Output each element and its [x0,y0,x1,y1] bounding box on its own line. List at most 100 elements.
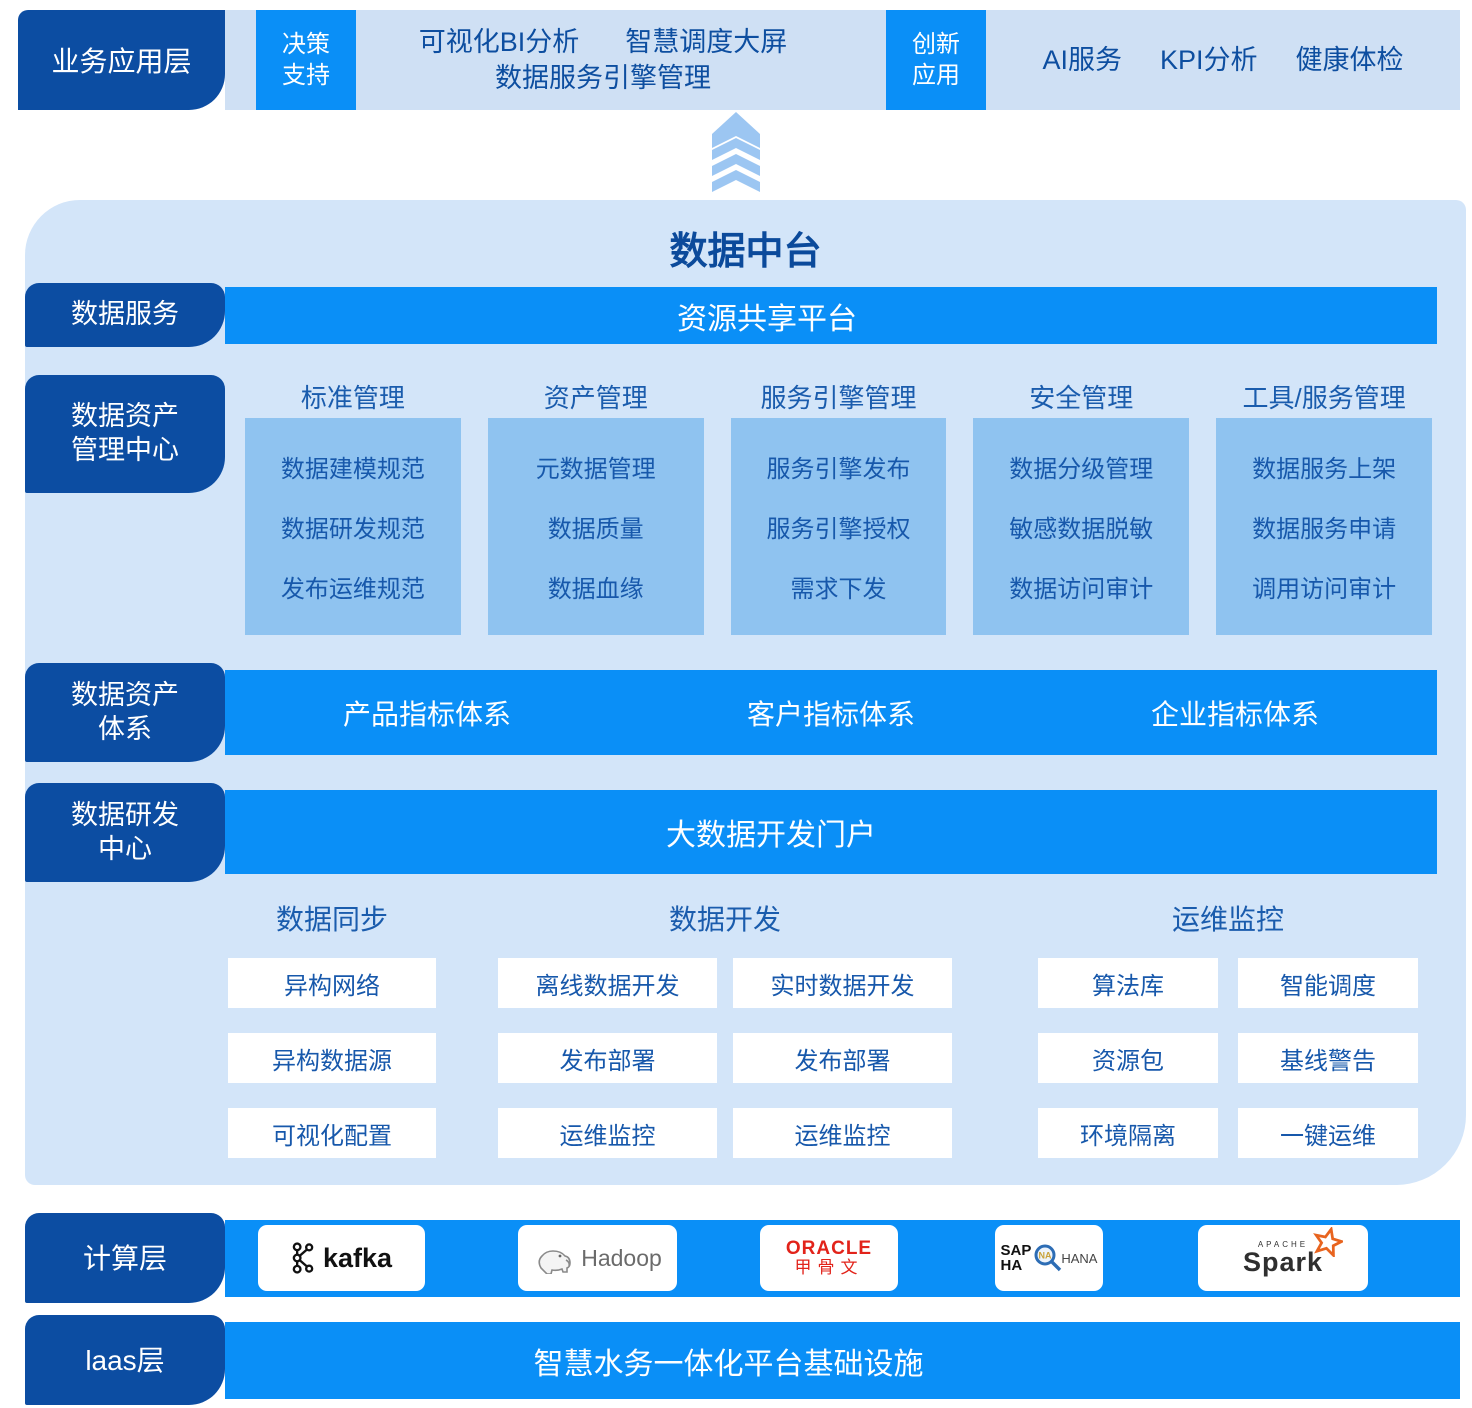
dev-box: 可视化配置 [228,1108,436,1158]
column-item: 服务引擎发布 [766,456,911,483]
innovation-app-chip-line2: 应用 [912,62,960,89]
platform-title: 数据中台 [669,231,822,273]
dev-box: 资源包 [1038,1033,1218,1083]
column-standard-mgmt: 标准管理 数据建模规范 数据研发规范 发布运维规范 [245,378,461,635]
group-data-dev: 数据开发 离线数据开发 实时数据开发 发布部署 发布部署 运维监控 运维监控 [498,898,952,1183]
column-item: 需求下发 [790,576,887,603]
group-data-sync: 数据同步 异构网络 异构数据源 可视化配置 [228,898,436,1183]
logo-sap-hana: SAP HA NA HANA [995,1225,1103,1291]
column-tool-service-mgmt: 工具/服务管理 数据服务上架 数据服务申请 调用访问审计 [1216,378,1432,635]
group-ops-monitoring: 运维监控 算法库 智能调度 资源包 基线警告 环境隔离 一键运维 [1038,898,1418,1183]
item-ai-service: AI服务 [1042,44,1122,75]
innovation-app-chip: 创新 应用 [886,10,986,110]
up-arrow-icon [712,112,760,192]
column-item: 数据分级管理 [1009,456,1154,483]
item-dispatch-screen: 智慧调度大屏 [625,26,788,57]
column-item: 元数据管理 [535,456,656,483]
business-application-layer-row: 业务应用层 决策 支持 可视化BI分析 智慧调度大屏 数据服务引擎管理 创新 应… [18,10,1460,110]
group-header: 数据同步 [275,904,388,935]
iaas-layer-label: laas层 [25,1315,225,1405]
dev-box: 基线警告 [1238,1033,1418,1083]
column-item: 服务引擎授权 [766,516,911,543]
column-box: 元数据管理 数据质量 数据血缘 [487,418,704,635]
iaas-layer-row: laas层 智慧水务一体化平台基础设施 [25,1315,1460,1405]
compute-layer-row: 计算层 kafka [25,1213,1460,1303]
column-header: 安全管理 [1029,383,1134,413]
data-service-label: 数据服务 [25,283,225,347]
column-item: 数据研发规范 [280,516,425,543]
column-security-mgmt: 安全管理 数据分级管理 敏感数据脱敏 数据访问审计 [973,378,1190,635]
dev-box: 运维监控 [498,1108,717,1158]
dev-box: 算法库 [1038,958,1218,1008]
dev-box: 运维监控 [733,1108,952,1158]
dev-box: 发布部署 [498,1033,717,1083]
logo-kafka: kafka [258,1225,425,1291]
dev-box: 异构数据源 [228,1033,436,1083]
column-header: 服务引擎管理 [760,383,917,413]
logo-oracle: ORACLE 甲骨文 [760,1225,898,1291]
item-health-check: 健康体检 [1295,44,1404,75]
data-platform-panel: 数据中台 数据服务 资源共享平台 数据资产 管理中心 标准管理 数据建模规范 数… [25,200,1466,1185]
bigdata-portal-title: 大数据开发门户 [666,819,876,852]
column-item: 数据建模规范 [280,456,425,483]
column-item: 数据服务上架 [1252,456,1397,483]
sap-text: SAP HA [1000,1242,1032,1274]
dev-box: 异构网络 [228,958,436,1008]
decision-support-chip: 决策 支持 [256,10,356,110]
asset-system-label: 数据资产 体系 [25,663,225,762]
item-kpi-analysis: KPI分析 [1159,44,1258,75]
dev-box: 实时数据开发 [733,958,952,1008]
dev-box: 离线数据开发 [498,958,717,1008]
product-indicator-system: 产品指标体系 [342,698,511,730]
asset-mgmt-columns: 标准管理 数据建模规范 数据研发规范 发布运维规范 资产管理 元数据管理 数据质… [245,378,1432,635]
column-item: 数据血缘 [547,576,644,603]
dev-box: 发布部署 [733,1033,952,1083]
indicator-system-bar: 产品指标体系 客户指标体系 企业指标体系 [225,670,1437,755]
item-bi-analysis: 可视化BI分析 [418,26,580,57]
compute-layer-bar: kafka Hadoop ORACLE 甲骨文 SAP HA [225,1220,1460,1297]
asset-mgmt-center-label: 数据资产 管理中心 [25,375,225,493]
hadoop-elephant-icon [538,1250,572,1274]
business-application-strip: 决策 支持 可视化BI分析 智慧调度大屏 数据服务引擎管理 创新 应用 AI服务 [225,10,1460,110]
dev-box: 智能调度 [1238,958,1418,1008]
column-asset-mgmt: 资产管理 元数据管理 数据质量 数据血缘 [487,378,704,635]
column-box: 服务引擎发布 服务引擎授权 需求下发 [730,418,947,635]
compute-layer-label: 计算层 [25,1213,225,1303]
bigdata-portal-bar: 大数据开发门户 [225,790,1437,874]
kafka-icon [292,1242,314,1274]
dev-box: 环境隔离 [1038,1108,1218,1158]
column-box: 数据服务上架 数据服务申请 调用访问审计 [1216,418,1432,635]
group-header: 运维监控 [1171,904,1284,935]
resource-sharing-bar: 资源共享平台 [225,287,1437,344]
column-header: 工具/服务管理 [1242,383,1406,413]
svg-text:NA: NA [1039,1251,1052,1261]
item-data-service-engine: 数据服务引擎管理 [495,63,711,93]
column-service-engine-mgmt: 服务引擎管理 服务引擎发布 服务引擎授权 需求下发 [730,378,947,635]
column-item: 调用访问审计 [1252,576,1397,603]
decision-support-chip-line2: 支持 [282,62,330,89]
column-item: 数据服务申请 [1252,516,1397,543]
column-box: 数据分级管理 敏感数据脱敏 数据访问审计 [973,418,1190,635]
column-item: 数据访问审计 [1009,576,1154,603]
innovation-items: AI服务 KPI分析 健康体检 [986,10,1460,110]
decision-support-items: 可视化BI分析 智慧调度大屏 数据服务引擎管理 [370,10,836,110]
dev-box: 一键运维 [1238,1108,1418,1158]
column-item: 发布运维规范 [280,576,425,603]
enterprise-indicator-system: 企业指标体系 [1150,698,1319,730]
magnifier-icon: NA [1034,1244,1062,1272]
group-header: 数据开发 [668,904,781,935]
business-application-layer-label: 业务应用层 [18,10,225,110]
logo-hadoop: Hadoop [518,1225,677,1291]
iaas-layer-bar: 智慧水务一体化平台基础设施 [225,1322,1460,1399]
column-box: 数据建模规范 数据研发规范 发布运维规范 [245,418,461,635]
decision-support-chip-line1: 决策 [282,30,330,58]
customer-indicator-system: 客户指标体系 [746,698,915,730]
column-header: 资产管理 [543,383,648,413]
column-item: 敏感数据脱敏 [1009,516,1154,543]
resource-sharing-title: 资源共享平台 [677,302,857,336]
column-header: 标准管理 [300,383,405,413]
logo-spark: APACHE Spark [1198,1225,1368,1291]
column-item: 数据质量 [547,516,644,543]
dev-center-label: 数据研发 中心 [25,783,225,882]
